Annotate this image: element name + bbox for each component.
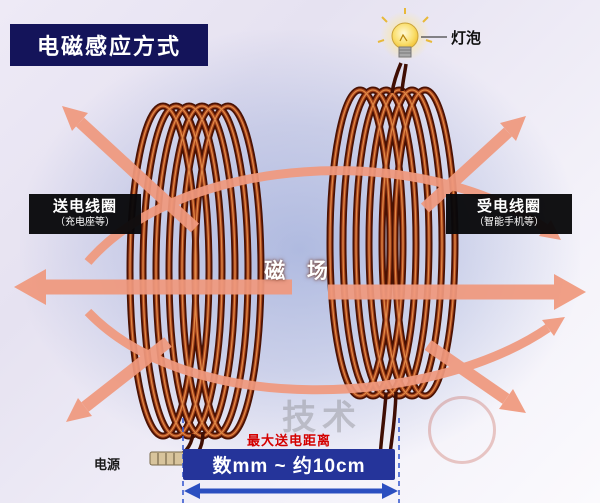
transmitter-coil-label: 送电线圈 （充电座等）: [29, 194, 141, 235]
distance-double-arrow: [184, 483, 398, 499]
distance-value-box: 数mm ~ 约10cm: [183, 449, 395, 480]
light-bulb-icon: [377, 8, 447, 61]
receiver-coil-label: 受电线圈 （智能手机等）: [446, 194, 572, 235]
power-source-label: 电源: [94, 457, 121, 472]
page-title: 电磁感应方式: [10, 24, 208, 66]
transmitter-coil-label-sub: （充电座等）: [55, 216, 115, 228]
transmitter-coil: [126, 102, 265, 440]
transmitter-coil-label-main: 送电线圈: [52, 198, 117, 215]
magnetic-field-label: 磁 场: [264, 260, 336, 283]
bulb-label: 灯泡: [451, 30, 482, 47]
receiver-coil-label-main: 受电线圈: [476, 198, 541, 215]
receiver-coil-label-sub: （智能手机等）: [474, 216, 544, 228]
max-distance-caption: 最大送电距离: [246, 433, 331, 448]
